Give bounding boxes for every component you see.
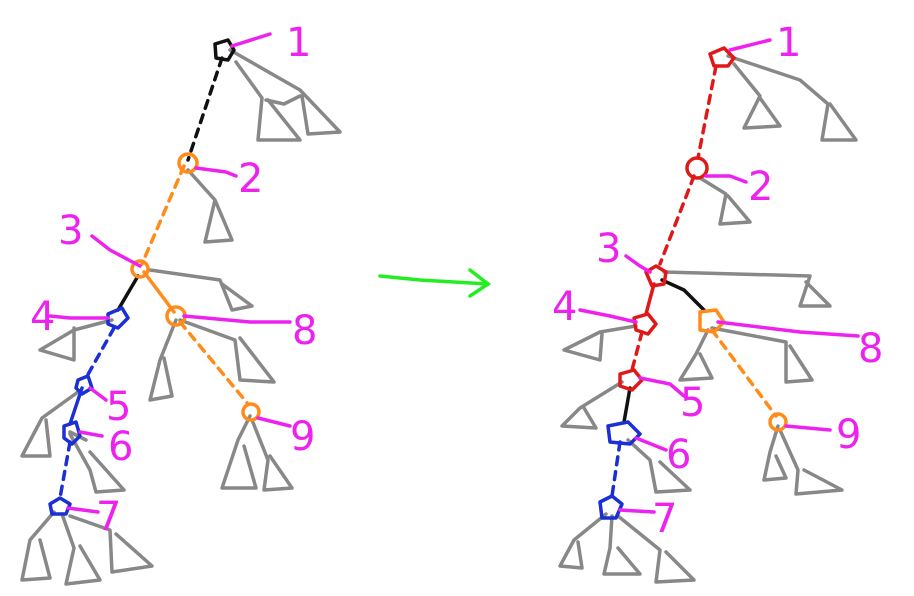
right-node-2 <box>685 156 709 180</box>
left-node-7 <box>48 496 72 516</box>
right-edge-2-3 <box>658 174 696 266</box>
left-edge-2-3 <box>140 164 186 266</box>
left-nodes <box>48 38 261 516</box>
right-node-5 <box>618 368 644 392</box>
left-edge-3-8 <box>142 270 176 314</box>
left-label-2: 2 <box>238 156 263 202</box>
right-node-6 <box>606 420 642 446</box>
right-node-9 <box>768 412 788 432</box>
right-edge-1-2 <box>696 64 718 160</box>
left-label-7: 7 <box>96 494 121 540</box>
left-label-9: 9 <box>290 414 315 460</box>
right-label-5: 5 <box>680 380 705 426</box>
left-edge-4-5 <box>84 326 116 380</box>
right-edge-3-4 <box>644 282 656 316</box>
right-label-pointers <box>578 38 860 514</box>
right-label-1: 1 <box>776 20 801 66</box>
left-node-6 <box>62 420 82 446</box>
left-label-pointers <box>48 32 292 514</box>
right-tree: 1 2 3 4 5 6 7 8 9 <box>552 20 883 584</box>
right-label-4: 4 <box>552 284 577 330</box>
right-edge-8-9 <box>710 328 778 418</box>
right-edge-5-6 <box>622 386 632 424</box>
right-node-1 <box>708 46 736 68</box>
right-label-7: 7 <box>652 496 677 542</box>
left-tree: 1 2 3 4 5 6 7 8 9 <box>20 20 342 586</box>
left-node-3 <box>130 259 150 279</box>
left-node-2 <box>177 152 199 174</box>
left-edge-6-7 <box>58 440 72 500</box>
left-edge-1-2 <box>186 56 224 162</box>
left-label-3: 3 <box>58 208 83 254</box>
left-label-6: 6 <box>108 424 133 470</box>
left-label-4: 4 <box>30 294 55 340</box>
right-label-8: 8 <box>858 326 883 372</box>
transform-arrow <box>378 268 491 298</box>
right-edge-4-5 <box>630 330 644 372</box>
right-label-2: 2 <box>748 164 773 210</box>
left-label-8: 8 <box>292 308 317 354</box>
left-label-1: 1 <box>286 20 311 66</box>
left-node-9 <box>241 402 261 422</box>
right-label-3: 3 <box>596 226 621 272</box>
left-node-1 <box>213 38 236 62</box>
right-nodes <box>598 46 788 520</box>
right-label-6: 6 <box>666 432 691 478</box>
right-edge-3-8 <box>660 278 706 312</box>
left-gray-subtrees <box>20 48 342 586</box>
left-edge-8-9 <box>178 320 250 406</box>
right-edge-6-7 <box>610 440 622 498</box>
right-label-9: 9 <box>836 412 861 458</box>
right-node-8 <box>698 308 726 334</box>
left-edge-3-4 <box>116 274 140 312</box>
right-node-4 <box>632 312 658 336</box>
left-node-4 <box>106 306 130 330</box>
left-label-5: 5 <box>106 384 131 430</box>
right-gray-subtrees <box>558 54 858 584</box>
right-node-3 <box>644 264 668 288</box>
left-node-5 <box>74 374 94 396</box>
